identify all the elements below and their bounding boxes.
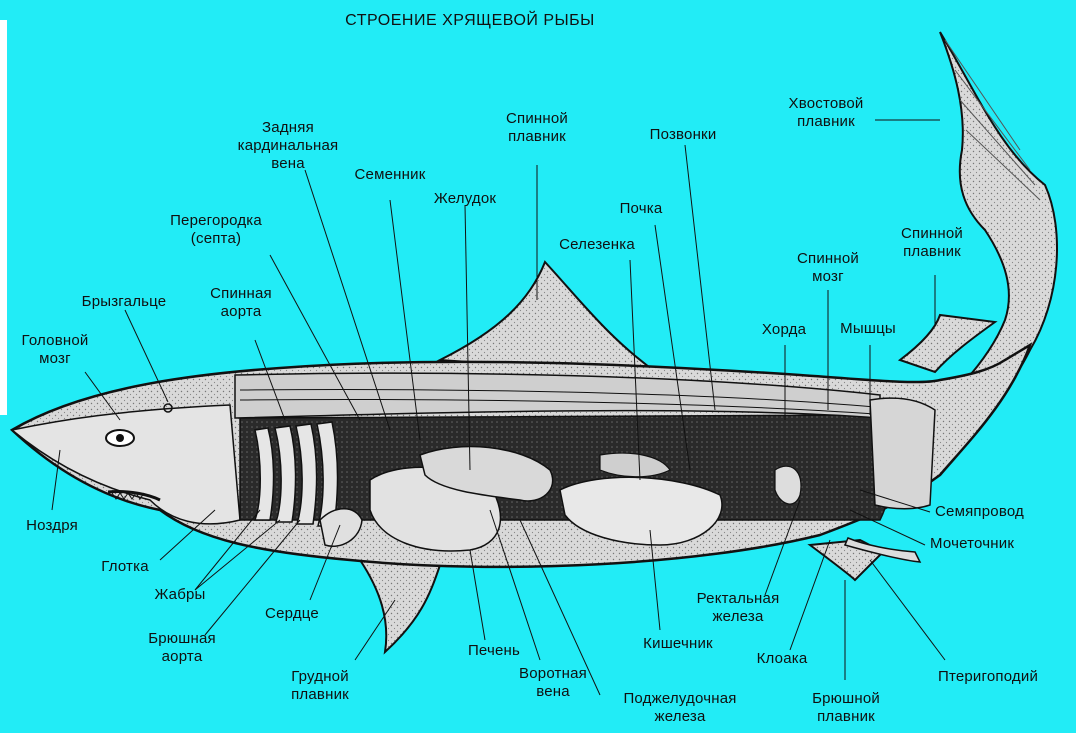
label-semennik: Семенник [355,166,426,184]
label-pozvonki: Позвонки [650,126,717,144]
label-spinnaya-aorta: Спинная аорта [210,285,272,321]
label-semyaprovod: Семяпровод [935,503,1024,521]
label-rektalnaya-zheleza: Ректальная железа [697,590,780,626]
label-hvostovoy-plavnik: Хвостовой плавник [788,95,863,131]
label-spinnoy-plavnik-1: Спинной плавник [506,110,568,146]
label-zheludok: Желудок [434,190,496,208]
label-bryzgaltse: Брызгальце [82,293,167,311]
label-pterigopodiy: Птеригоподий [938,668,1038,686]
label-pechen: Печень [468,642,520,660]
pectoral-fin [360,560,440,652]
eye-pupil [116,434,124,442]
head-section [12,405,240,524]
label-kloaka: Клоака [757,650,808,668]
label-kishechnik: Кишечник [643,635,713,653]
label-mochetochnik: Мочеточник [930,535,1014,553]
label-myshtsy: Мышцы [840,320,896,338]
label-peregorodka: Перегородка (септа) [170,212,262,248]
rectal-gland-shape [775,466,801,504]
label-nozdrya: Ноздря [26,517,78,535]
label-bryushnaya-aorta: Брюшная аорта [148,630,216,666]
label-bryushnoy-plavnik: Брюшной плавник [812,690,880,726]
tail-vertebrae-section [870,398,935,509]
label-pochka: Почка [620,200,663,218]
label-spinnoy-mozg: Спинной мозг [797,250,859,286]
label-golovnoy-mozg: Головной мозг [22,332,89,368]
label-selezenka: Селезенка [559,236,635,254]
label-zadnyaya-vena: Задняя кардинальная вена [238,119,339,173]
label-grudnoy-plavnik: Грудной плавник [291,668,349,704]
label-vorotnaya-vena: Воротная вена [519,665,587,701]
label-podzheludochnaya: Поджелудочная железа [623,690,736,726]
label-zhabry: Жабры [154,586,205,604]
label-serdtse: Сердце [265,605,319,623]
label-glotka: Глотка [101,558,149,576]
label-spinnoy-plavnik-2: Спинной плавник [901,225,963,261]
first-dorsal-fin [440,262,660,375]
label-horda: Хорда [762,321,806,339]
